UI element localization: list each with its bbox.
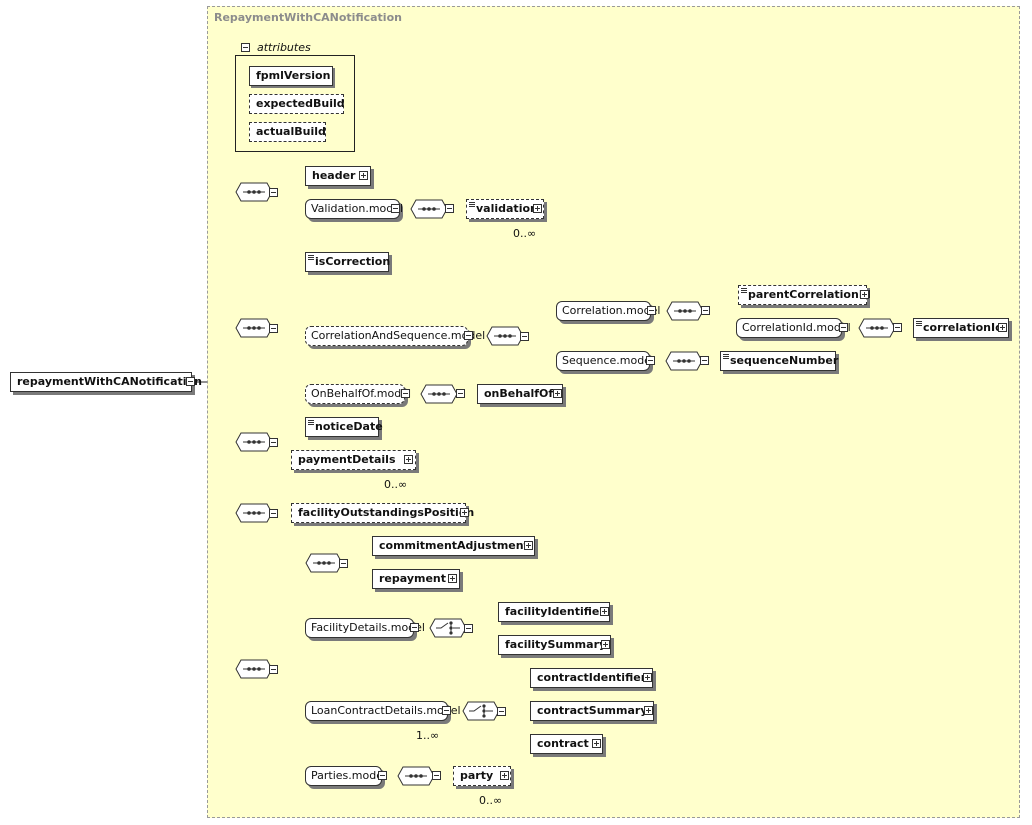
group-loanContractDetails-model[interactable]: LoanContractDetails.model xyxy=(305,701,461,721)
collapse-icon[interactable] xyxy=(647,306,656,315)
sequence-compositor-icon xyxy=(305,553,343,573)
sequence-compositor-icon xyxy=(486,326,524,346)
choice-compositor-icon xyxy=(462,701,500,721)
sequence-compositor-icon xyxy=(410,199,448,219)
element-validation[interactable]: validation xyxy=(466,199,544,219)
group-onBehalfOf-model[interactable]: OnBehalfOf.model xyxy=(305,384,411,404)
element-contractIdentifier[interactable]: contractIdentifier xyxy=(530,668,653,688)
collapse-icon[interactable] xyxy=(339,559,348,568)
collapse-icon[interactable] xyxy=(269,665,278,674)
expand-icon[interactable] xyxy=(500,771,509,780)
expand-icon[interactable] xyxy=(460,508,469,517)
collapse-icon[interactable] xyxy=(497,707,506,716)
collapse-icon[interactable] xyxy=(401,389,410,398)
element-onBehalfOf[interactable]: onBehalfOf xyxy=(477,384,563,404)
collapse-icon[interactable] xyxy=(646,356,655,365)
attributes-label: attributes xyxy=(255,41,314,54)
sequence-compositor-icon xyxy=(235,318,273,338)
sequence-compositor-icon xyxy=(666,301,704,321)
element-contractSummary[interactable]: contractSummary xyxy=(530,701,654,721)
sequence-compositor-icon xyxy=(420,384,458,404)
sequence-compositor-icon xyxy=(235,432,273,452)
element-paymentDetails[interactable]: paymentDetails xyxy=(291,450,416,470)
element-parentCorrelationId[interactable]: parentCorrelationId xyxy=(738,285,871,305)
attribute-actualBuild[interactable]: actualBuild xyxy=(249,122,326,142)
expand-icon[interactable] xyxy=(644,706,653,715)
cardinality-validation: 0..∞ xyxy=(513,227,537,240)
choice-compositor-icon xyxy=(429,618,467,638)
group-correlation-and-sequence-model[interactable]: CorrelationAndSequence.model xyxy=(305,326,485,346)
collapse-icon[interactable] xyxy=(893,323,902,332)
group-correlationId-model[interactable]: CorrelationId.model xyxy=(736,318,851,338)
attribute-fpmlVersion[interactable]: fpmlVersion xyxy=(249,66,333,86)
collapse-icon[interactable] xyxy=(269,188,278,197)
attribute-expectedBuild[interactable]: expectedBuild xyxy=(249,94,345,114)
collapse-icon[interactable] xyxy=(269,509,278,518)
expand-icon[interactable] xyxy=(359,171,368,180)
expand-icon[interactable] xyxy=(404,455,413,464)
sequence-compositor-icon xyxy=(235,659,273,679)
root-element[interactable]: repaymentWithCANotification xyxy=(10,372,202,392)
element-repayment[interactable]: repayment xyxy=(372,569,460,589)
expand-icon[interactable] xyxy=(592,739,601,748)
element-sequenceNumber[interactable]: sequenceNumber xyxy=(720,351,838,371)
collapse-icon[interactable] xyxy=(442,706,451,715)
collapse-icon[interactable] xyxy=(269,324,278,333)
sequence-compositor-icon xyxy=(235,182,273,202)
element-correlationId[interactable]: correlationId xyxy=(913,318,1009,338)
collapse-icon[interactable] xyxy=(464,331,473,340)
sequence-compositor-icon xyxy=(397,766,435,786)
expand-icon[interactable] xyxy=(553,389,562,398)
element-commitmentAdjustment[interactable]: commitmentAdjustment xyxy=(372,536,535,556)
group-validation-model[interactable]: Validation.model xyxy=(305,199,403,219)
sequence-compositor-icon xyxy=(235,503,273,523)
collapse-icon[interactable] xyxy=(269,438,278,447)
collapse-icon[interactable] xyxy=(432,771,441,780)
element-contract[interactable]: contract xyxy=(530,734,603,754)
expand-icon[interactable] xyxy=(533,204,542,213)
element-party[interactable]: party xyxy=(453,766,511,786)
expand-icon[interactable] xyxy=(860,290,869,299)
panel-title: RepaymentWithCANotification xyxy=(214,11,402,24)
group-correlation-model[interactable]: Correlation.model xyxy=(556,301,660,321)
collapse-icon[interactable] xyxy=(391,204,400,213)
cardinality-loanContractDetails: 1..∞ xyxy=(416,729,440,742)
expand-icon[interactable] xyxy=(601,640,610,649)
element-noticeDate[interactable]: noticeDate xyxy=(305,417,383,437)
expand-icon[interactable] xyxy=(600,607,609,616)
expand-icon[interactable] xyxy=(524,541,533,550)
expand-icon[interactable] xyxy=(448,574,457,583)
element-facilitySummary[interactable]: facilitySummary xyxy=(498,635,611,655)
collapse-icon[interactable] xyxy=(445,204,454,213)
collapse-icon[interactable] xyxy=(410,623,419,632)
cardinality-party: 0..∞ xyxy=(479,794,503,807)
element-header[interactable]: header xyxy=(305,166,371,186)
expand-icon[interactable] xyxy=(643,673,652,682)
collapse-attributes-icon[interactable] xyxy=(241,43,250,52)
group-parties-model[interactable]: Parties.model xyxy=(305,766,386,786)
collapse-icon[interactable] xyxy=(700,356,709,365)
sequence-compositor-icon xyxy=(665,351,703,371)
group-facilityDetails-model[interactable]: FacilityDetails.model xyxy=(305,618,425,638)
collapse-icon[interactable] xyxy=(701,306,710,315)
collapse-root-icon[interactable] xyxy=(186,377,195,386)
collapse-icon[interactable] xyxy=(839,323,848,332)
collapse-icon[interactable] xyxy=(456,389,465,398)
element-facilityIdentifier[interactable]: facilityIdentifier xyxy=(498,602,610,622)
collapse-icon[interactable] xyxy=(378,771,387,780)
expand-icon[interactable] xyxy=(998,323,1007,332)
group-sequence-model[interactable]: Sequence.model xyxy=(556,351,654,371)
element-facilityOutstandingsPosition[interactable]: facilityOutstandingsPosition xyxy=(291,503,474,523)
collapse-icon[interactable] xyxy=(464,624,473,633)
cardinality-paymentDetails: 0..∞ xyxy=(384,478,408,491)
sequence-compositor-icon xyxy=(858,318,896,338)
element-isCorrection[interactable]: isCorrection xyxy=(305,252,390,272)
collapse-icon[interactable] xyxy=(520,332,529,341)
